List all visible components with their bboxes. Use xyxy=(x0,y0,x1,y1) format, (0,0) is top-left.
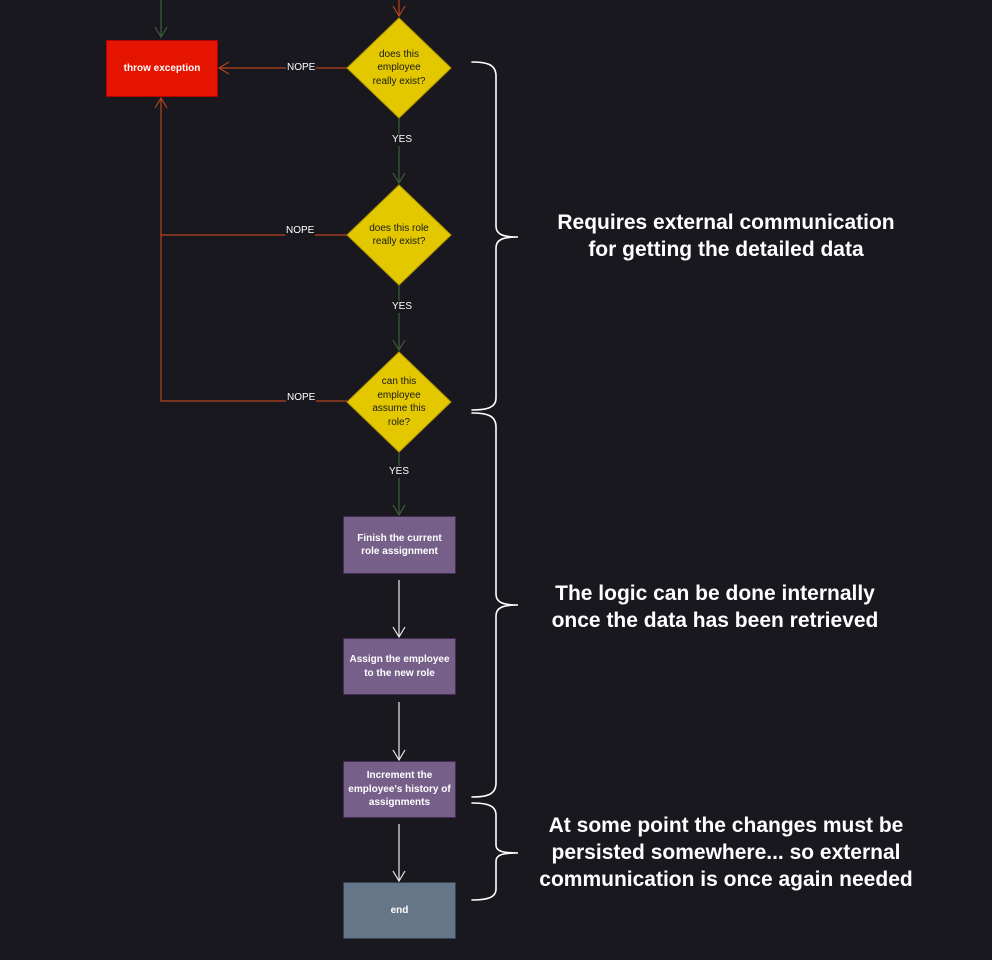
curly-braces xyxy=(471,61,519,901)
arrowhead-into-employee-decision xyxy=(392,5,406,18)
edge-label-yes-3: YES xyxy=(388,466,411,478)
finish-assignment-node: Finish the current role assignment xyxy=(343,516,456,574)
increment-history-node: Increment the employee's history of assi… xyxy=(343,761,456,818)
brace-external-1 xyxy=(471,61,519,411)
note-persist-changes: At some point the changes must be persis… xyxy=(539,814,913,891)
connectors xyxy=(154,0,406,883)
edge-label-yes-1: YES xyxy=(391,134,414,146)
arrowhead-yes-2 xyxy=(392,339,406,352)
finish-assignment-label: Finish the current role assignment xyxy=(357,532,442,558)
decision-employee-label: does this employee really exist? xyxy=(365,38,433,98)
decision-diamond-employee xyxy=(346,17,452,119)
arrowhead-yes-3 xyxy=(392,504,406,517)
throw-exception-node: throw exception xyxy=(106,40,218,97)
decision-assume-label: can this employee assume this role? xyxy=(367,367,431,437)
increment-history-label: Increment the employee's history of assi… xyxy=(348,770,451,809)
arrowhead-yes-1 xyxy=(392,172,406,185)
assign-role-node: Assign the employee to the new role xyxy=(343,638,456,695)
edge-label-nope-assume: NOPE xyxy=(286,392,317,404)
decision-role-label: does this role really exist? xyxy=(367,205,431,265)
arrowhead-finish-to-assign xyxy=(392,626,406,639)
note-internal-logic: The logic can be done internally once th… xyxy=(551,582,879,632)
arrowhead-into-exception xyxy=(154,26,168,39)
decision-assume-text: can this employee assume this role? xyxy=(372,376,426,428)
end-label: end xyxy=(390,904,409,916)
edge-label-nope-employee: NOPE xyxy=(286,62,317,74)
arrowhead-nope-employee xyxy=(217,61,230,75)
arrowhead-assign-to-increment xyxy=(392,749,406,762)
decision-employee-text: does this employee really exist? xyxy=(372,48,426,87)
decision-diamond-assume xyxy=(346,351,452,453)
edge-label-yes-2: YES xyxy=(391,301,414,313)
brace-external-2 xyxy=(471,802,519,901)
decision-role-text: does this role really exist? xyxy=(369,222,429,248)
connector-nope-assume xyxy=(160,98,347,402)
decision-diamond-role xyxy=(346,184,452,286)
decision-shapes xyxy=(346,17,452,453)
throw-exception-label: throw exception xyxy=(123,62,201,74)
arrowhead-nope-shared xyxy=(154,96,168,109)
brace-internal xyxy=(471,412,519,798)
end-node: end xyxy=(343,882,456,939)
assign-role-label: Assign the employee to the new role xyxy=(349,654,450,679)
arrowhead-increment-to-end xyxy=(392,870,406,883)
edge-label-nope-role: NOPE xyxy=(285,225,316,237)
note-external-communication: Requires external communication for gett… xyxy=(557,211,895,261)
